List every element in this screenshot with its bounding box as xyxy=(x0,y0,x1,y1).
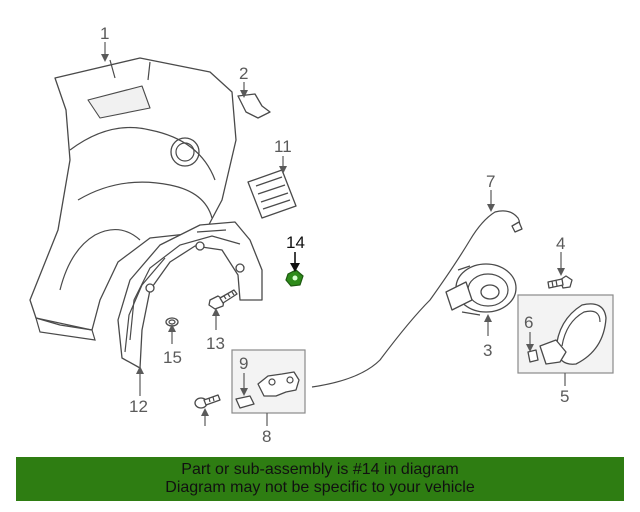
callout-6: 6 xyxy=(524,313,533,332)
callout-2: 2 xyxy=(239,64,248,83)
bracket-part xyxy=(237,93,271,119)
callout-14: 14 xyxy=(286,233,305,252)
fuel-filler-housing-part xyxy=(445,263,517,316)
bolt-part-10 xyxy=(194,394,221,409)
callout-3: 3 xyxy=(483,341,492,360)
callout-5: 5 xyxy=(560,387,569,406)
callout-7: 7 xyxy=(486,172,495,191)
callout-12: 12 xyxy=(129,397,148,416)
callout-11: 11 xyxy=(274,137,292,156)
banner-line-2: Diagram may not be specific to your vehi… xyxy=(165,479,475,496)
quarter-panel-part xyxy=(29,57,237,341)
callout-9: 9 xyxy=(239,354,248,373)
clip-part-highlighted xyxy=(285,269,304,287)
callout-4: 4 xyxy=(556,234,565,253)
part-5-box xyxy=(517,294,614,374)
bolt-part-13 xyxy=(208,289,238,310)
callout-8: 8 xyxy=(262,427,271,446)
callout-1: 1 xyxy=(100,24,109,43)
info-banner: Part or sub-assembly is #14 in diagram D… xyxy=(16,457,624,501)
part-8-box xyxy=(231,349,306,414)
fuel-door-cable-part xyxy=(311,210,523,388)
arrowheads xyxy=(101,54,565,416)
callout-15: 15 xyxy=(163,348,182,367)
parts-diagram: 1 2 11 14 7 4 3 6 5 9 8 13 15 12 xyxy=(29,24,614,446)
screw-part-4 xyxy=(547,275,573,289)
wheel-liner-part xyxy=(117,221,263,369)
callout-13: 13 xyxy=(206,334,225,353)
banner-line-1: Part or sub-assembly is #14 in diagram xyxy=(181,461,459,478)
vent-grille-part xyxy=(247,169,297,219)
